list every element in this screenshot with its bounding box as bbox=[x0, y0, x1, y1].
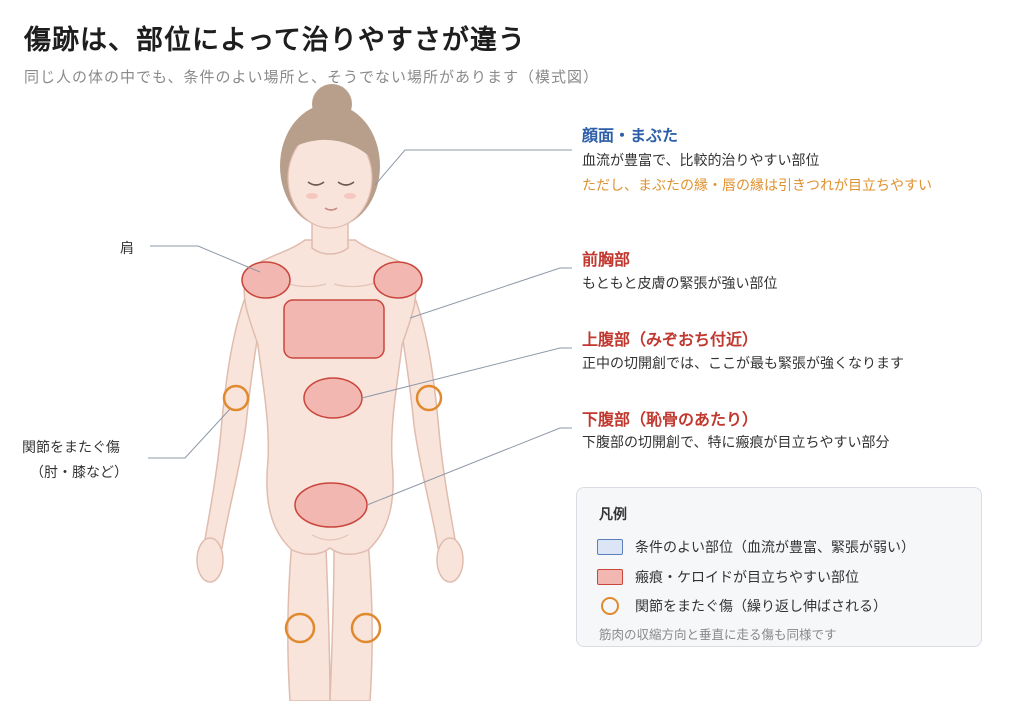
left-leg bbox=[287, 539, 331, 701]
right-hand bbox=[436, 537, 464, 583]
leader-lower-abdomen bbox=[366, 427, 572, 506]
legend-swatch-red bbox=[597, 569, 623, 585]
label-face-note: ただし、まぶたの縁・唇の縁は引きつれが目立ちやすい bbox=[582, 178, 932, 194]
legend-item-label: 瘢痕・ケロイドが目立ちやすい部位 bbox=[635, 570, 859, 586]
leader-face bbox=[374, 149, 572, 186]
legend-item-label: 関節をまたぐ傷（繰り返し伸ばされる） bbox=[635, 599, 887, 615]
label-upper-abdomen-heading: 上腹部（みぞおち付近） bbox=[582, 330, 759, 349]
ring-left-elbow bbox=[222, 384, 250, 412]
legend-note: 筋肉の収縮方向と垂直に走る傷も同様です bbox=[599, 627, 837, 642]
ring-left-knee bbox=[284, 612, 316, 644]
zone-upper-abdomen bbox=[303, 377, 363, 419]
ring-right-elbow bbox=[415, 384, 443, 412]
label-chest-heading: 前胸部 bbox=[582, 250, 631, 269]
ring-right-knee bbox=[350, 612, 382, 644]
legend-item-good: 条件のよい部位（血流が豊富、緊張が弱い） bbox=[597, 537, 915, 557]
zone-left-shoulder bbox=[241, 261, 291, 299]
leader-joints bbox=[148, 408, 231, 459]
label-chest-desc: もともと皮膚の緊張が強い部位 bbox=[582, 276, 778, 292]
page-title: 傷跡は、部位によって治りやすさが違う bbox=[24, 25, 526, 56]
label-joints-line1: 関節をまたぐ傷 bbox=[22, 440, 120, 456]
body-figure bbox=[196, 204, 464, 701]
right-leg bbox=[329, 539, 373, 701]
label-face-heading: 顔面・まぶた bbox=[582, 126, 679, 145]
legend-item-label: 条件のよい部位（血流が豊富、緊張が弱い） bbox=[635, 540, 915, 556]
joint-rings bbox=[222, 384, 443, 644]
label-joints-line2: （肘・膝など） bbox=[30, 465, 128, 481]
label-face-desc: 血流が豊富で、比較的治りやすい部位 bbox=[582, 153, 820, 169]
zone-chest bbox=[283, 299, 385, 359]
leader-chest bbox=[409, 267, 572, 319]
ring-icon bbox=[601, 597, 619, 615]
label-upper-abdomen-desc: 正中の切開創では、ここが最も緊張が強くなります bbox=[582, 356, 904, 372]
page-subtitle: 同じ人の体の中でも、条件のよい場所と、そうでない場所があります（模式図） bbox=[24, 68, 599, 86]
label-lower-abdomen-heading: 下腹部（恥骨のあたり） bbox=[582, 410, 759, 429]
legend-title: 凡例 bbox=[599, 507, 627, 523]
leader-shoulder bbox=[150, 245, 261, 273]
legend-item-joint: 関節をまたぐ傷（繰り返し伸ばされる） bbox=[597, 596, 887, 616]
risk-zones bbox=[241, 261, 423, 528]
zone-lower-abdomen bbox=[294, 482, 368, 528]
label-lower-abdomen-desc: 下腹部の切開創で、特に瘢痕が目立ちやすい部分 bbox=[582, 435, 890, 451]
left-hand bbox=[196, 537, 224, 583]
legend-swatch-blue bbox=[597, 539, 623, 555]
leader-upper-abdomen bbox=[361, 347, 572, 399]
legend-panel: 凡例 条件のよい部位（血流が豊富、緊張が弱い） 瘢痕・ケロイドが目立ちやすい部位… bbox=[576, 487, 982, 647]
label-shoulder: 肩 bbox=[120, 241, 134, 257]
leader-lines bbox=[148, 149, 572, 506]
legend-item-risk: 瘢痕・ケロイドが目立ちやすい部位 bbox=[597, 567, 859, 587]
zone-right-shoulder bbox=[373, 261, 423, 299]
